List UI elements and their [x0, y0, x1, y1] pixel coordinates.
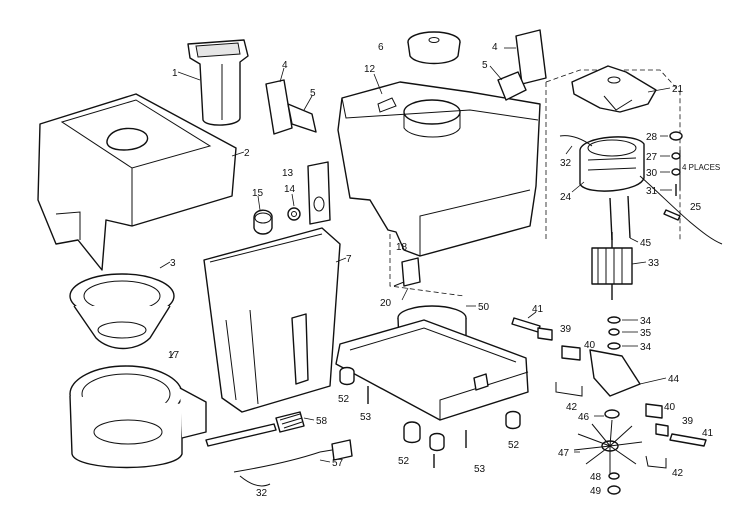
part-food-pusher — [177, 39, 249, 126]
part-motor-bracket — [571, 65, 671, 113]
part-washers — [607, 316, 638, 350]
part-shaft-nut — [594, 409, 620, 419]
label-41-right: 41 — [702, 428, 714, 439]
label-31: 31 — [646, 186, 658, 197]
label-33: 33 — [648, 258, 660, 269]
label-34-lower: 34 — [640, 342, 652, 353]
label-49: 49 — [590, 486, 602, 497]
part-switch — [393, 257, 421, 301]
part-washer — [287, 193, 301, 221]
part-base-plate — [335, 319, 529, 421]
label-42-right: 42 — [672, 468, 684, 479]
label-40-right: 40 — [664, 402, 676, 413]
part-switch-plate-left — [265, 67, 317, 135]
label-27: 27 — [646, 152, 658, 163]
label-57: 57 — [332, 458, 344, 469]
part-strainer-basket — [69, 261, 175, 350]
label-15: 15 — [252, 188, 264, 199]
label-40-left: 40 — [584, 340, 596, 351]
part-stator — [571, 136, 645, 193]
part-brush-left — [511, 311, 553, 341]
label-42-left: 42 — [566, 402, 578, 413]
label-35: 35 — [640, 328, 652, 339]
label-32-upper: 32 — [560, 158, 572, 169]
label-3: 3 — [170, 258, 176, 269]
label-32-lower: 32 — [256, 488, 268, 499]
label-50: 50 — [478, 302, 490, 313]
part-main-housing — [337, 73, 541, 257]
part-cap — [407, 31, 461, 65]
label-1: 1 — [172, 68, 178, 79]
label-4-left: 4 — [282, 60, 288, 71]
callout-labels: 1 2 3 4 4 5 5 6 7 12 13 14 15 17 18 20 2… — [168, 42, 720, 499]
part-armature — [591, 232, 647, 300]
label-52-middle: 52 — [398, 456, 410, 467]
part-feet — [339, 366, 521, 452]
part-brush-holder — [555, 345, 667, 397]
label-18: 18 — [396, 242, 408, 253]
label-17: 17 — [168, 350, 180, 361]
label-47: 47 — [558, 448, 570, 459]
label-13: 13 — [282, 168, 294, 179]
label-14: 14 — [284, 184, 296, 195]
part-wire-upper — [559, 135, 593, 155]
part-long-screws — [609, 195, 639, 243]
part-screws-53 — [367, 386, 467, 468]
label-4-places: 4 PLACES — [682, 163, 720, 172]
label-25: 25 — [690, 202, 702, 213]
part-small-screws — [660, 131, 683, 196]
label-28: 28 — [646, 132, 658, 143]
part-nuts-bottom — [607, 472, 621, 495]
part-cleaning-brush — [205, 411, 315, 447]
label-45: 45 — [640, 238, 652, 249]
label-5-right: 5 — [482, 60, 488, 71]
label-46: 46 — [578, 412, 590, 423]
part-cover — [37, 93, 245, 271]
label-5-left: 5 — [310, 88, 316, 99]
label-20: 20 — [380, 298, 392, 309]
label-4-right: 4 — [492, 42, 498, 53]
part-pulp-bowl — [69, 351, 207, 469]
label-44: 44 — [668, 374, 680, 385]
part-power-cord — [233, 439, 353, 487]
label-58: 58 — [316, 416, 328, 427]
label-6: 6 — [378, 42, 384, 53]
part-knob — [253, 195, 273, 235]
part-cord-lead — [639, 175, 723, 245]
label-48: 48 — [590, 472, 602, 483]
label-41-left: 41 — [532, 304, 544, 315]
label-53-right: 53 — [474, 464, 486, 475]
part-fan — [573, 419, 643, 474]
label-2: 2 — [244, 148, 250, 159]
label-39-left: 39 — [560, 324, 572, 335]
motor-housing-outline — [389, 69, 681, 297]
label-34-upper: 34 — [640, 316, 652, 327]
label-53-left: 53 — [360, 412, 372, 423]
label-24: 24 — [560, 192, 572, 203]
label-39-right: 39 — [682, 416, 694, 427]
label-21: 21 — [672, 84, 684, 95]
label-52-left: 52 — [338, 394, 350, 405]
part-spring-right — [645, 455, 667, 469]
label-52-right: 52 — [508, 440, 520, 451]
label-7: 7 — [346, 254, 352, 265]
part-gasket-plate — [307, 161, 331, 225]
label-30: 30 — [646, 168, 658, 179]
part-juice-container — [203, 227, 347, 413]
part-brush-right — [645, 403, 707, 447]
label-12: 12 — [364, 64, 376, 75]
part-switch-plate-right — [489, 29, 547, 101]
